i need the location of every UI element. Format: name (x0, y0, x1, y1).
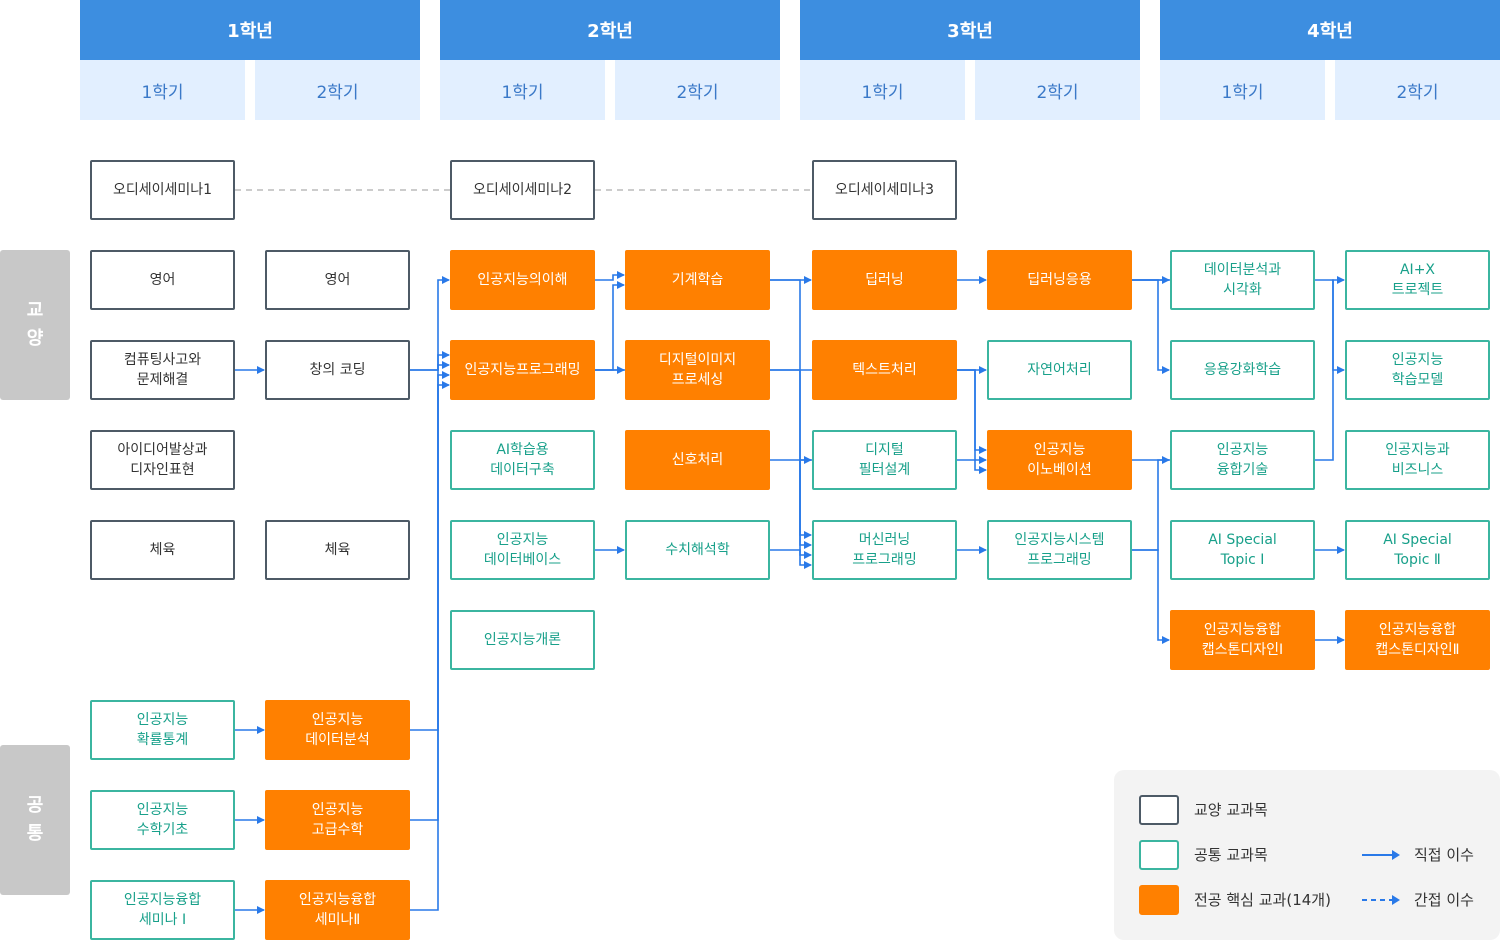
course-english2: 영어 (265, 250, 410, 310)
semester-header-4-1: 1학기 (1160, 60, 1325, 120)
side-label-general: 교 양 (0, 250, 70, 400)
semester-header-4-2: 2학기 (1335, 60, 1500, 120)
legend-general-label: 교양 교과목 (1194, 801, 1268, 819)
course-pe1: 체육 (90, 520, 235, 580)
course-english1: 영어 (90, 250, 235, 310)
legend-major-label: 전공 핵심 교과(14개) (1194, 891, 1331, 909)
semester-header-3-2: 2학기 (975, 60, 1140, 120)
course-biz: 인공지능과 비즈니스 (1345, 430, 1490, 490)
edge-direct-fusion_sem2-ai_prog (410, 381, 450, 911)
legend-direct-arrow-icon (1362, 850, 1400, 860)
course-dl-app: 딥러닝응용 (987, 250, 1132, 310)
legend: 교양 교과목 공통 교과목 전공 핵심 교과(14개) 직접 이수 간접 이수 (1114, 770, 1500, 940)
course-ai-prog: 인공지능프로그래밍 (450, 340, 595, 400)
course-math-adv: 인공지능 고급수학 (265, 790, 410, 850)
edge-direct-math_adv-ai_prog (410, 371, 450, 821)
course-signal: 신호처리 (625, 430, 770, 490)
year-header-1: 1학년 (80, 0, 420, 60)
course-text: 텍스트처리 (812, 340, 957, 400)
edge-direct-dl_app-rl (1132, 279, 1170, 374)
edge-direct-ml-ml_prog (770, 279, 812, 549)
course-special2: AI Special Topic Ⅱ (1345, 520, 1490, 580)
course-ai-intro: 인공지능개론 (450, 610, 595, 670)
edge-direct-numerical-ml_prog (770, 549, 812, 559)
course-numerical: 수치해석학 (625, 520, 770, 580)
semester-header-1-2: 2학기 (255, 60, 420, 120)
legend-indirect-arrow-icon (1362, 895, 1400, 905)
edge-direct-ai_understand-ml (595, 271, 625, 281)
year-header-2: 2학년 (440, 0, 780, 60)
edge-direct-coding-ai_prog (410, 351, 450, 371)
course-learn-model: 인공지능 학습모델 (1345, 340, 1490, 400)
course-pe2: 체육 (265, 520, 410, 580)
edge-direct-text-innov (957, 369, 987, 464)
course-fusion-tech: 인공지능 융합기술 (1170, 430, 1315, 490)
course-dip: 디지털이미지 프로세싱 (625, 340, 770, 400)
course-sys-prog: 인공지능시스템 프로그래밍 (987, 520, 1132, 580)
course-nlp: 자연어처리 (987, 340, 1132, 400)
semester-header-2-2: 2학기 (615, 60, 780, 120)
semester-header-2-1: 1학기 (440, 60, 605, 120)
course-capstone1: 인공지능융합 캡스톤디자인Ⅰ (1170, 610, 1315, 670)
course-ai-db: 인공지능 데이터베이스 (450, 520, 595, 580)
course-ml: 기계학습 (625, 250, 770, 310)
course-idea: 아이디어발상과 디자인표현 (90, 430, 235, 490)
course-aix: AI+X 트로젝트 (1345, 250, 1490, 310)
course-viz: 데이터분석과 시각화 (1170, 250, 1315, 310)
legend-common-swatch (1139, 840, 1179, 870)
edge-direct-coding-ai_understand (410, 276, 450, 371)
course-fusion-sem1: 인공지능융합 세미나 Ⅰ (90, 880, 235, 940)
course-seminar2: 오디세이세미나2 (450, 160, 595, 220)
legend-direct-label: 직접 이수 (1414, 846, 1474, 864)
course-special1: AI Special Topic Ⅰ (1170, 520, 1315, 580)
course-dl: 딥러닝 (812, 250, 957, 310)
course-ai-data-build: AI학습용 데이터구축 (450, 430, 595, 490)
course-rl: 응용강화학습 (1170, 340, 1315, 400)
course-data-anal: 인공지능 데이터분석 (265, 700, 410, 760)
legend-general-swatch (1139, 795, 1179, 825)
course-innov: 인공지능 이노베이션 (987, 430, 1132, 490)
legend-common-label: 공통 교과목 (1194, 846, 1268, 864)
semester-header-1-1: 1학기 (80, 60, 245, 120)
year-header-4: 4학년 (1160, 0, 1500, 60)
edge-direct-sys_prog-capstone1 (1132, 549, 1170, 644)
course-ml-prog: 머신러닝 프로그래밍 (812, 520, 957, 580)
course-fusion-sem2: 인공지능융합 세미나Ⅱ (265, 880, 410, 940)
edge-direct-sys_prog-fusion_tech (1132, 456, 1170, 551)
edge-direct-filter-innov (957, 459, 987, 474)
course-seminar3: 오디세이세미나3 (812, 160, 957, 220)
course-math-basic: 인공지능 수학기초 (90, 790, 235, 850)
legend-indirect-label: 간접 이수 (1414, 891, 1474, 909)
course-seminar1: 오디세이세미나1 (90, 160, 235, 220)
year-header-3: 3학년 (800, 0, 1140, 60)
side-label-common: 공 통 (0, 745, 70, 895)
course-filter: 디지털 필터설계 (812, 430, 957, 490)
course-ai-understand: 인공지능의이해 (450, 250, 595, 310)
course-prob: 인공지능 확률통계 (90, 700, 235, 760)
edge-direct-ai_prog-ml (595, 281, 625, 371)
course-coding: 창의 코딩 (265, 340, 410, 400)
edge-direct-data_anal-ai_prog (410, 361, 450, 731)
course-ct: 컴퓨팅사고와 문제해결 (90, 340, 235, 400)
legend-major-swatch (1139, 885, 1179, 915)
course-capstone2: 인공지능융합 캡스톤디자인Ⅱ (1345, 610, 1490, 670)
semester-header-3-1: 1학기 (800, 60, 965, 120)
